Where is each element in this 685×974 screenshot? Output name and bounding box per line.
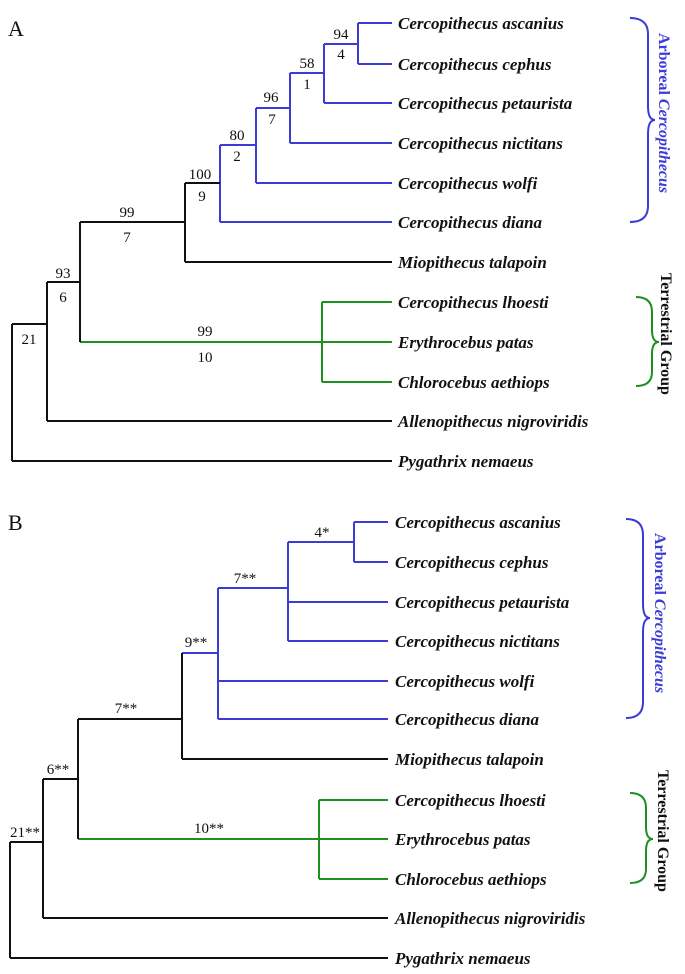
terrestrial-bracket [629, 792, 654, 884]
node-support: 100 [189, 167, 212, 183]
taxon-label: Cercopithecus ascanius [398, 14, 564, 33]
node-support: 10 [198, 350, 213, 366]
node-support: 80 [230, 128, 245, 144]
panel-a-label: A [8, 16, 24, 41]
taxon-label: Pygathrix nemaeus [394, 949, 531, 968]
node-support: 7 [268, 112, 276, 128]
branch-ascanius-cephus [353, 521, 388, 563]
arboreal-bracket [625, 518, 651, 719]
node-support: 7** [234, 571, 257, 587]
node-support: 6** [47, 762, 70, 778]
panel-a-tree [11, 22, 392, 462]
taxon-label: Cercopithecus petaurista [398, 94, 573, 113]
taxon-label: Cercopithecus diana [398, 213, 543, 232]
branch-wolfi-diana [217, 588, 388, 720]
taxon-label: Cercopithecus wolfi [395, 672, 535, 691]
node-support: 58 [300, 56, 315, 72]
branch-wolfi [255, 108, 392, 184]
taxon-label: Cercopithecus cephus [395, 553, 549, 572]
branch-pygathrix [9, 842, 388, 959]
taxon-label: Miopithecus talapoin [394, 750, 544, 769]
taxon-label: Erythrocebus patas [394, 830, 531, 849]
arboreal-bracket [629, 17, 656, 223]
node-support: 7** [115, 701, 138, 717]
node-support: 94 [334, 27, 350, 43]
panel-a-taxa: Cercopithecus ascanius Cercopithecus cep… [397, 14, 589, 471]
node-support: 21** [10, 825, 40, 841]
branch-petaurista-nictitans [287, 542, 388, 642]
node-support: 9 [198, 189, 206, 205]
panel-a-support-values: 94 4 58 1 96 7 80 2 100 9 99 7 93 6 99 1… [22, 27, 350, 366]
taxon-label: Pygathrix nemaeus [397, 452, 534, 471]
panel-b-taxa: Cercopithecus ascanius Cercopithecus cep… [394, 513, 586, 968]
panel-a: A Cercopithecus asca [8, 14, 674, 471]
node-support: 1 [303, 77, 311, 93]
node-support: 4 [337, 47, 345, 63]
node-support: 7 [123, 230, 131, 246]
node-support: 96 [264, 90, 280, 106]
taxon-label: Allenopithecus nigroviridis [397, 412, 589, 431]
node-support: 99 [198, 324, 213, 340]
taxon-label: Cercopithecus diana [395, 710, 540, 729]
arboreal-group-label: Arboreal Cercopithecus [655, 33, 672, 193]
node-support: 9** [185, 635, 208, 651]
taxon-label: Chlorocebus aethiops [395, 870, 547, 889]
taxon-label: Cercopithecus wolfi [398, 174, 538, 193]
node-support: 99 [120, 205, 135, 221]
node-support: 93 [56, 266, 71, 282]
taxon-label: Cercopithecus cephus [398, 55, 552, 74]
branch-terrestrial-clade [321, 301, 392, 383]
taxon-label: Cercopithecus ascanius [395, 513, 561, 532]
taxon-label: Cercopithecus lhoesti [398, 293, 549, 312]
node-support: 21 [22, 332, 37, 348]
taxon-label: Erythrocebus patas [397, 333, 534, 352]
node-support: 10** [194, 821, 224, 837]
panel-b-support-values: 4* 7** 9** 7** 6** 10** 21** [10, 525, 330, 841]
branch-allenopithecus [46, 282, 392, 422]
taxon-label: Cercopithecus nictitans [395, 632, 560, 651]
taxon-label: Miopithecus talapoin [397, 253, 547, 272]
panel-b-label: B [8, 510, 23, 535]
branch-pygathrix [11, 324, 392, 462]
arboreal-group-label: Arboreal Cercopithecus [651, 533, 668, 693]
panel-b-tree [9, 521, 388, 959]
terrestrial-group-label: Terrestrial Group [657, 273, 674, 395]
panel-b: B Cercopithecus ascanius Cercopithecus c… [8, 510, 671, 968]
node-support: 2 [233, 149, 241, 165]
branch-ascanius-cephus [357, 22, 392, 65]
taxon-label: Cercopithecus petaurista [395, 593, 570, 612]
taxon-label: Cercopithecus nictitans [398, 134, 563, 153]
node-support: 6 [59, 290, 67, 306]
branch-allenopithecus [42, 779, 388, 919]
branch-talapoin [181, 653, 388, 760]
terrestrial-group-label: Terrestrial Group [654, 770, 671, 892]
taxon-label: Allenopithecus nigroviridis [394, 909, 586, 928]
terrestrial-bracket [635, 296, 660, 387]
branch-terrestrial-clade [318, 799, 388, 880]
taxon-label: Cercopithecus lhoesti [395, 791, 546, 810]
taxon-label: Chlorocebus aethiops [398, 373, 550, 392]
node-support: 4* [315, 525, 330, 541]
